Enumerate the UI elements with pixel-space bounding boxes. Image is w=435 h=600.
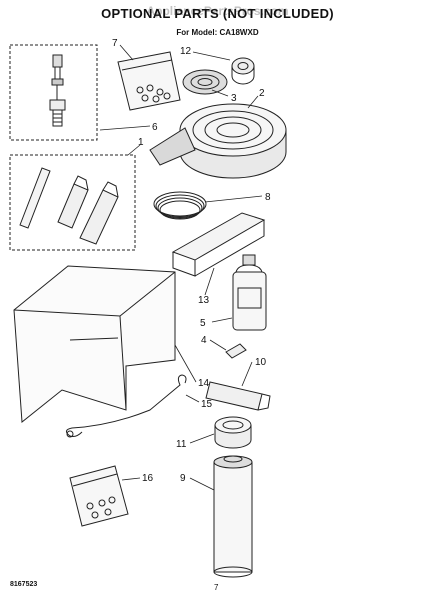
screw-bag-icon: [117, 51, 181, 111]
callout-1: 1: [138, 137, 144, 148]
callout-3: 3: [231, 93, 237, 104]
model-subtitle: For Model: CA18WXD: [176, 28, 259, 37]
callout-6: 6: [152, 122, 158, 133]
sealant-stick-icon: [19, 167, 51, 229]
clip-bag-icon: [69, 465, 129, 527]
callout-15: 15: [201, 399, 213, 410]
tape-roll-icon: [214, 416, 252, 449]
callout-7: 7: [112, 38, 118, 49]
cord-hook-icon: [66, 374, 187, 438]
page-title: OPTIONAL PARTS (NOT INCLUDED): [101, 6, 334, 21]
callout-8: 8: [265, 192, 271, 203]
tube-icon: [57, 175, 89, 229]
callout-9: 9: [180, 473, 186, 484]
callout-16: 16: [142, 473, 154, 484]
part-6-box: [9, 44, 98, 141]
knob-icon: [225, 343, 247, 359]
foam-strip-icon: [171, 212, 266, 277]
foam-tape-roll-icon: [149, 103, 287, 179]
coiled-wire-icon: [153, 191, 207, 220]
callout-10: 10: [255, 357, 267, 368]
tube-icon: [79, 181, 119, 245]
foam-roll-icon: [182, 69, 228, 95]
callout-14: 14: [198, 378, 210, 389]
callout-13: 13: [198, 295, 210, 306]
unit-cover-icon: [13, 265, 176, 423]
aerosol-can-icon: [213, 455, 253, 578]
callout-11: 11: [176, 439, 187, 450]
tube-icon: [205, 381, 271, 411]
callout-4: 4: [201, 335, 207, 346]
footer-code: 8167523: [10, 581, 38, 588]
part-1-box: [9, 154, 136, 251]
page-number: 7: [214, 583, 219, 592]
watermark: AppliancePartsPros.com: [146, 4, 289, 18]
callout-5: 5: [200, 318, 206, 329]
valve-tool-icon: [49, 54, 66, 127]
callout-12: 12: [180, 46, 192, 57]
callout-2: 2: [259, 88, 265, 99]
tape-roll-small-icon: [231, 57, 255, 85]
leader-lines: [99, 44, 263, 491]
cleaner-bottle-icon: [232, 254, 267, 331]
